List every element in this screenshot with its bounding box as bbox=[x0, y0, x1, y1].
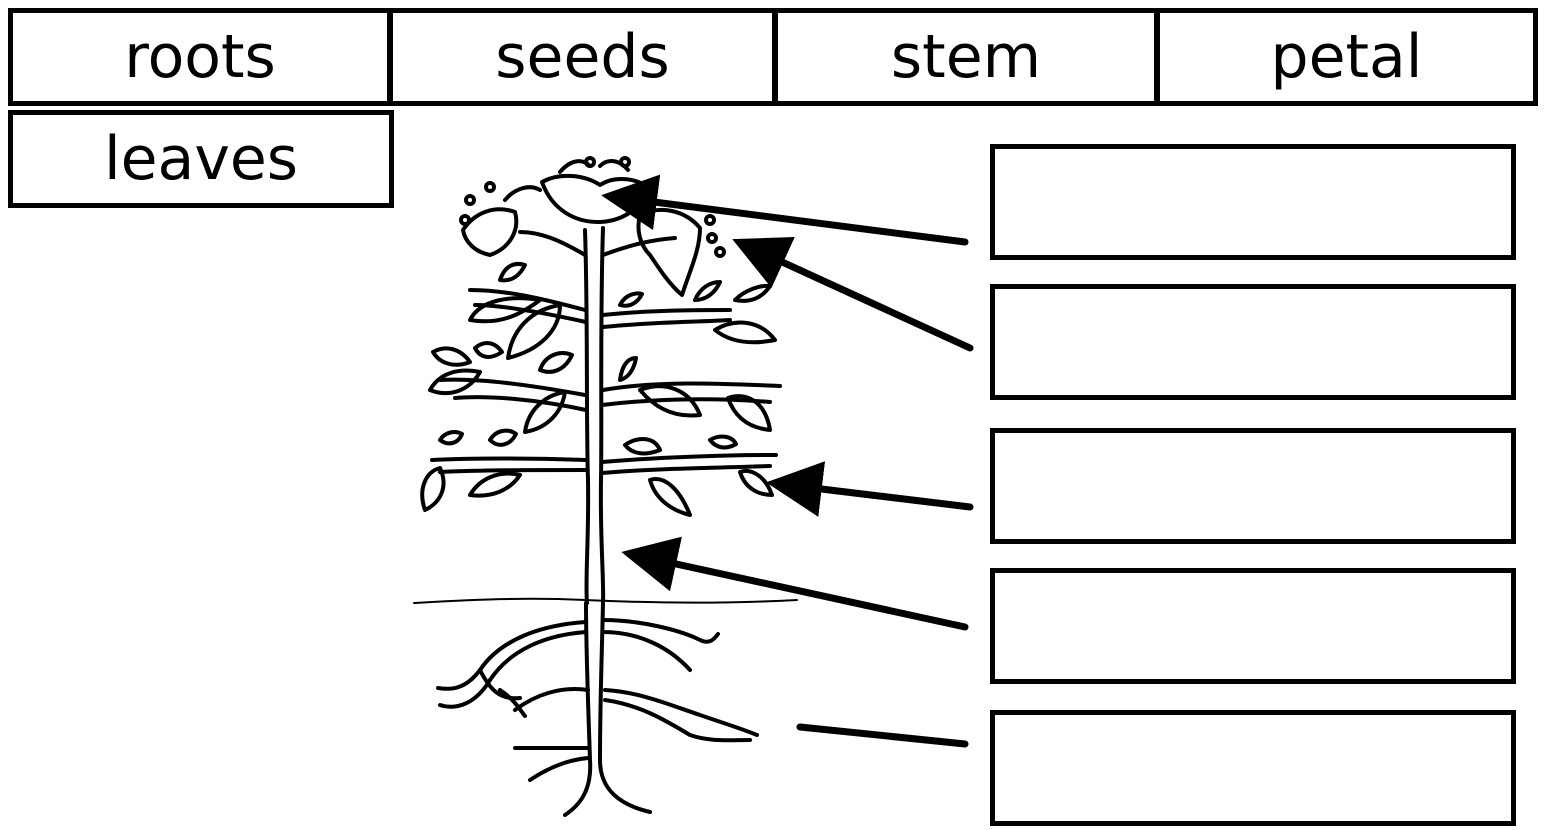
main-stem bbox=[585, 228, 603, 603]
leaves-group bbox=[422, 264, 775, 515]
plant-illustration bbox=[414, 158, 797, 815]
roots-group bbox=[438, 603, 757, 815]
line-to-roots bbox=[800, 727, 965, 744]
answer-box-4[interactable] bbox=[990, 568, 1516, 684]
ground-line bbox=[414, 599, 797, 603]
answer-box-1[interactable] bbox=[990, 144, 1516, 260]
answer-box-3[interactable] bbox=[990, 428, 1516, 544]
arrow-to-stem bbox=[635, 555, 965, 627]
arrow-to-flower bbox=[615, 197, 965, 242]
arrow-to-leaf bbox=[780, 484, 970, 507]
arrow-to-side-flower bbox=[745, 245, 970, 348]
answer-box-5[interactable] bbox=[990, 710, 1516, 826]
answer-box-2[interactable] bbox=[990, 284, 1516, 400]
